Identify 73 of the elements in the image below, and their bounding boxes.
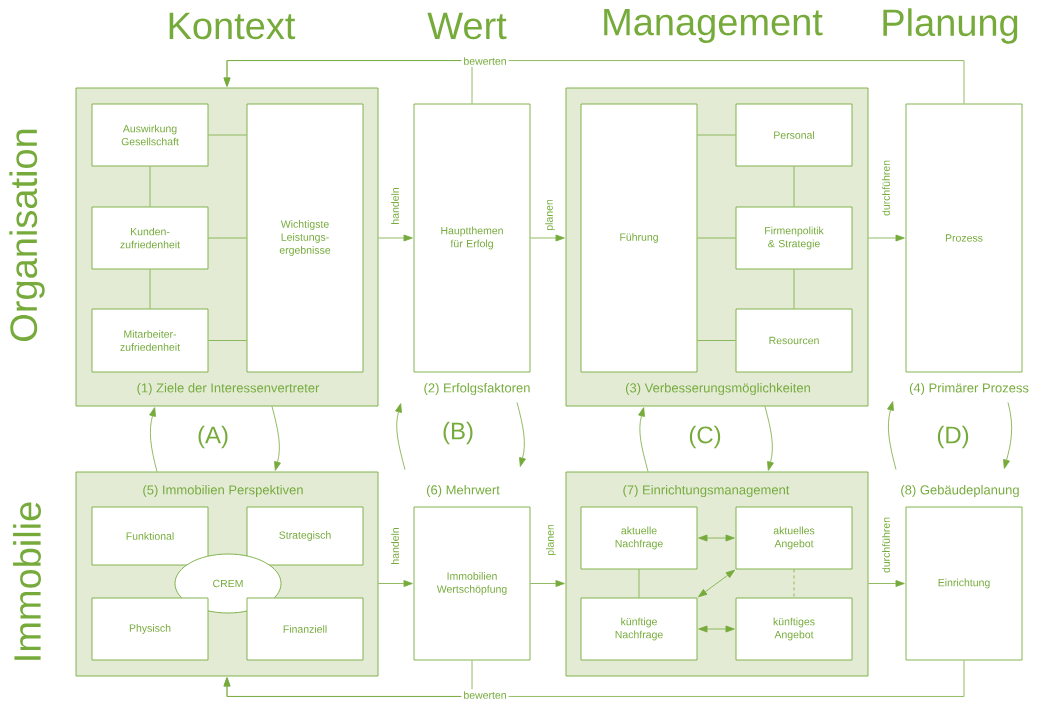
box-caption: (2) Erfolgsfaktoren (424, 382, 530, 396)
process-box: Hauptthemen für Erfolg (413, 103, 531, 373)
column-title: Kontext (169, 12, 296, 40)
edge-label: planen (544, 522, 558, 558)
process-box: Physisch (91, 597, 209, 661)
edge-label: planen (543, 197, 557, 233)
process-box: aktuelle Nachfrage (580, 506, 698, 570)
edge-label: durchführen (880, 158, 892, 218)
connector (208, 134, 247, 136)
edge-label: handeln (389, 525, 401, 567)
edge-label: handeln (389, 185, 401, 227)
row-title: Organisation (9, 129, 45, 341)
box-caption: (6) Mehrwert (426, 484, 500, 498)
process-box: Funktional (91, 506, 209, 566)
arrow (698, 534, 735, 542)
arrow (530, 580, 565, 587)
cycle-letter: (D) (937, 425, 969, 449)
box-caption: (4) Primärer Prozess (909, 382, 1029, 396)
column-title: Management (604, 9, 823, 43)
arrow (223, 660, 965, 697)
process-box: Firmenpolitik & Strategie (735, 206, 853, 270)
arrow (378, 234, 413, 242)
process-box: Finanziell (246, 597, 364, 661)
arrow (149, 407, 158, 472)
arrow (698, 625, 735, 633)
edge-label: bewerten (461, 689, 509, 701)
process-box: Prozess (905, 103, 1023, 373)
connector (208, 340, 247, 341)
connector (697, 237, 736, 239)
process-box: Kunden-zufriedenheit (91, 206, 209, 270)
cycle-letter: (C) (689, 425, 721, 449)
connector (208, 237, 247, 239)
process-box: Einrichtung (905, 506, 1023, 661)
connector (793, 569, 795, 598)
arrow (764, 406, 774, 471)
process-box: künftiges Angebot (735, 597, 853, 661)
arrow (887, 401, 897, 470)
process-box: Personal (735, 103, 853, 167)
process-box: Resourcen (735, 308, 853, 373)
arrow (1003, 402, 1013, 469)
arrow (698, 569, 735, 598)
cycle-letter: (A) (198, 425, 228, 449)
arrow (223, 60, 965, 104)
connector (697, 340, 736, 341)
process-box: Führung (580, 103, 698, 373)
edge-label: durchführen (880, 515, 892, 576)
box-caption: (8) Gebäudeplanung (901, 484, 1019, 498)
process-box: Mitarbeiter-zufriedenheit (91, 308, 209, 373)
connector (793, 166, 795, 207)
process-box: Wichtigste Leistungs-ergebnisse (246, 103, 364, 373)
arrow (516, 402, 526, 467)
process-box: Strategisch (246, 506, 364, 566)
edge-label: bewerten (461, 55, 509, 67)
column-title: Wert (427, 12, 507, 40)
column-title: Planung (883, 8, 1018, 44)
cycle-letter: (B) (443, 421, 473, 445)
arrow (868, 580, 905, 587)
arrow (868, 234, 905, 242)
process-box: Immobilien Wertschöpfung (413, 506, 531, 661)
process-box: aktuelles Angebot (735, 506, 853, 570)
process-box: künftige Nachfrage (580, 597, 698, 661)
connector (149, 269, 151, 309)
arrow (395, 403, 406, 470)
arrow (271, 406, 281, 471)
arrow (378, 580, 413, 587)
row-title: Immobilie (13, 502, 41, 660)
arrow (638, 407, 649, 472)
connector (697, 134, 736, 136)
connector (149, 166, 151, 207)
connector (638, 569, 640, 598)
connector (793, 269, 795, 309)
process-box: Auswirkung Gesellschaft (91, 103, 209, 167)
arrow (530, 234, 565, 242)
